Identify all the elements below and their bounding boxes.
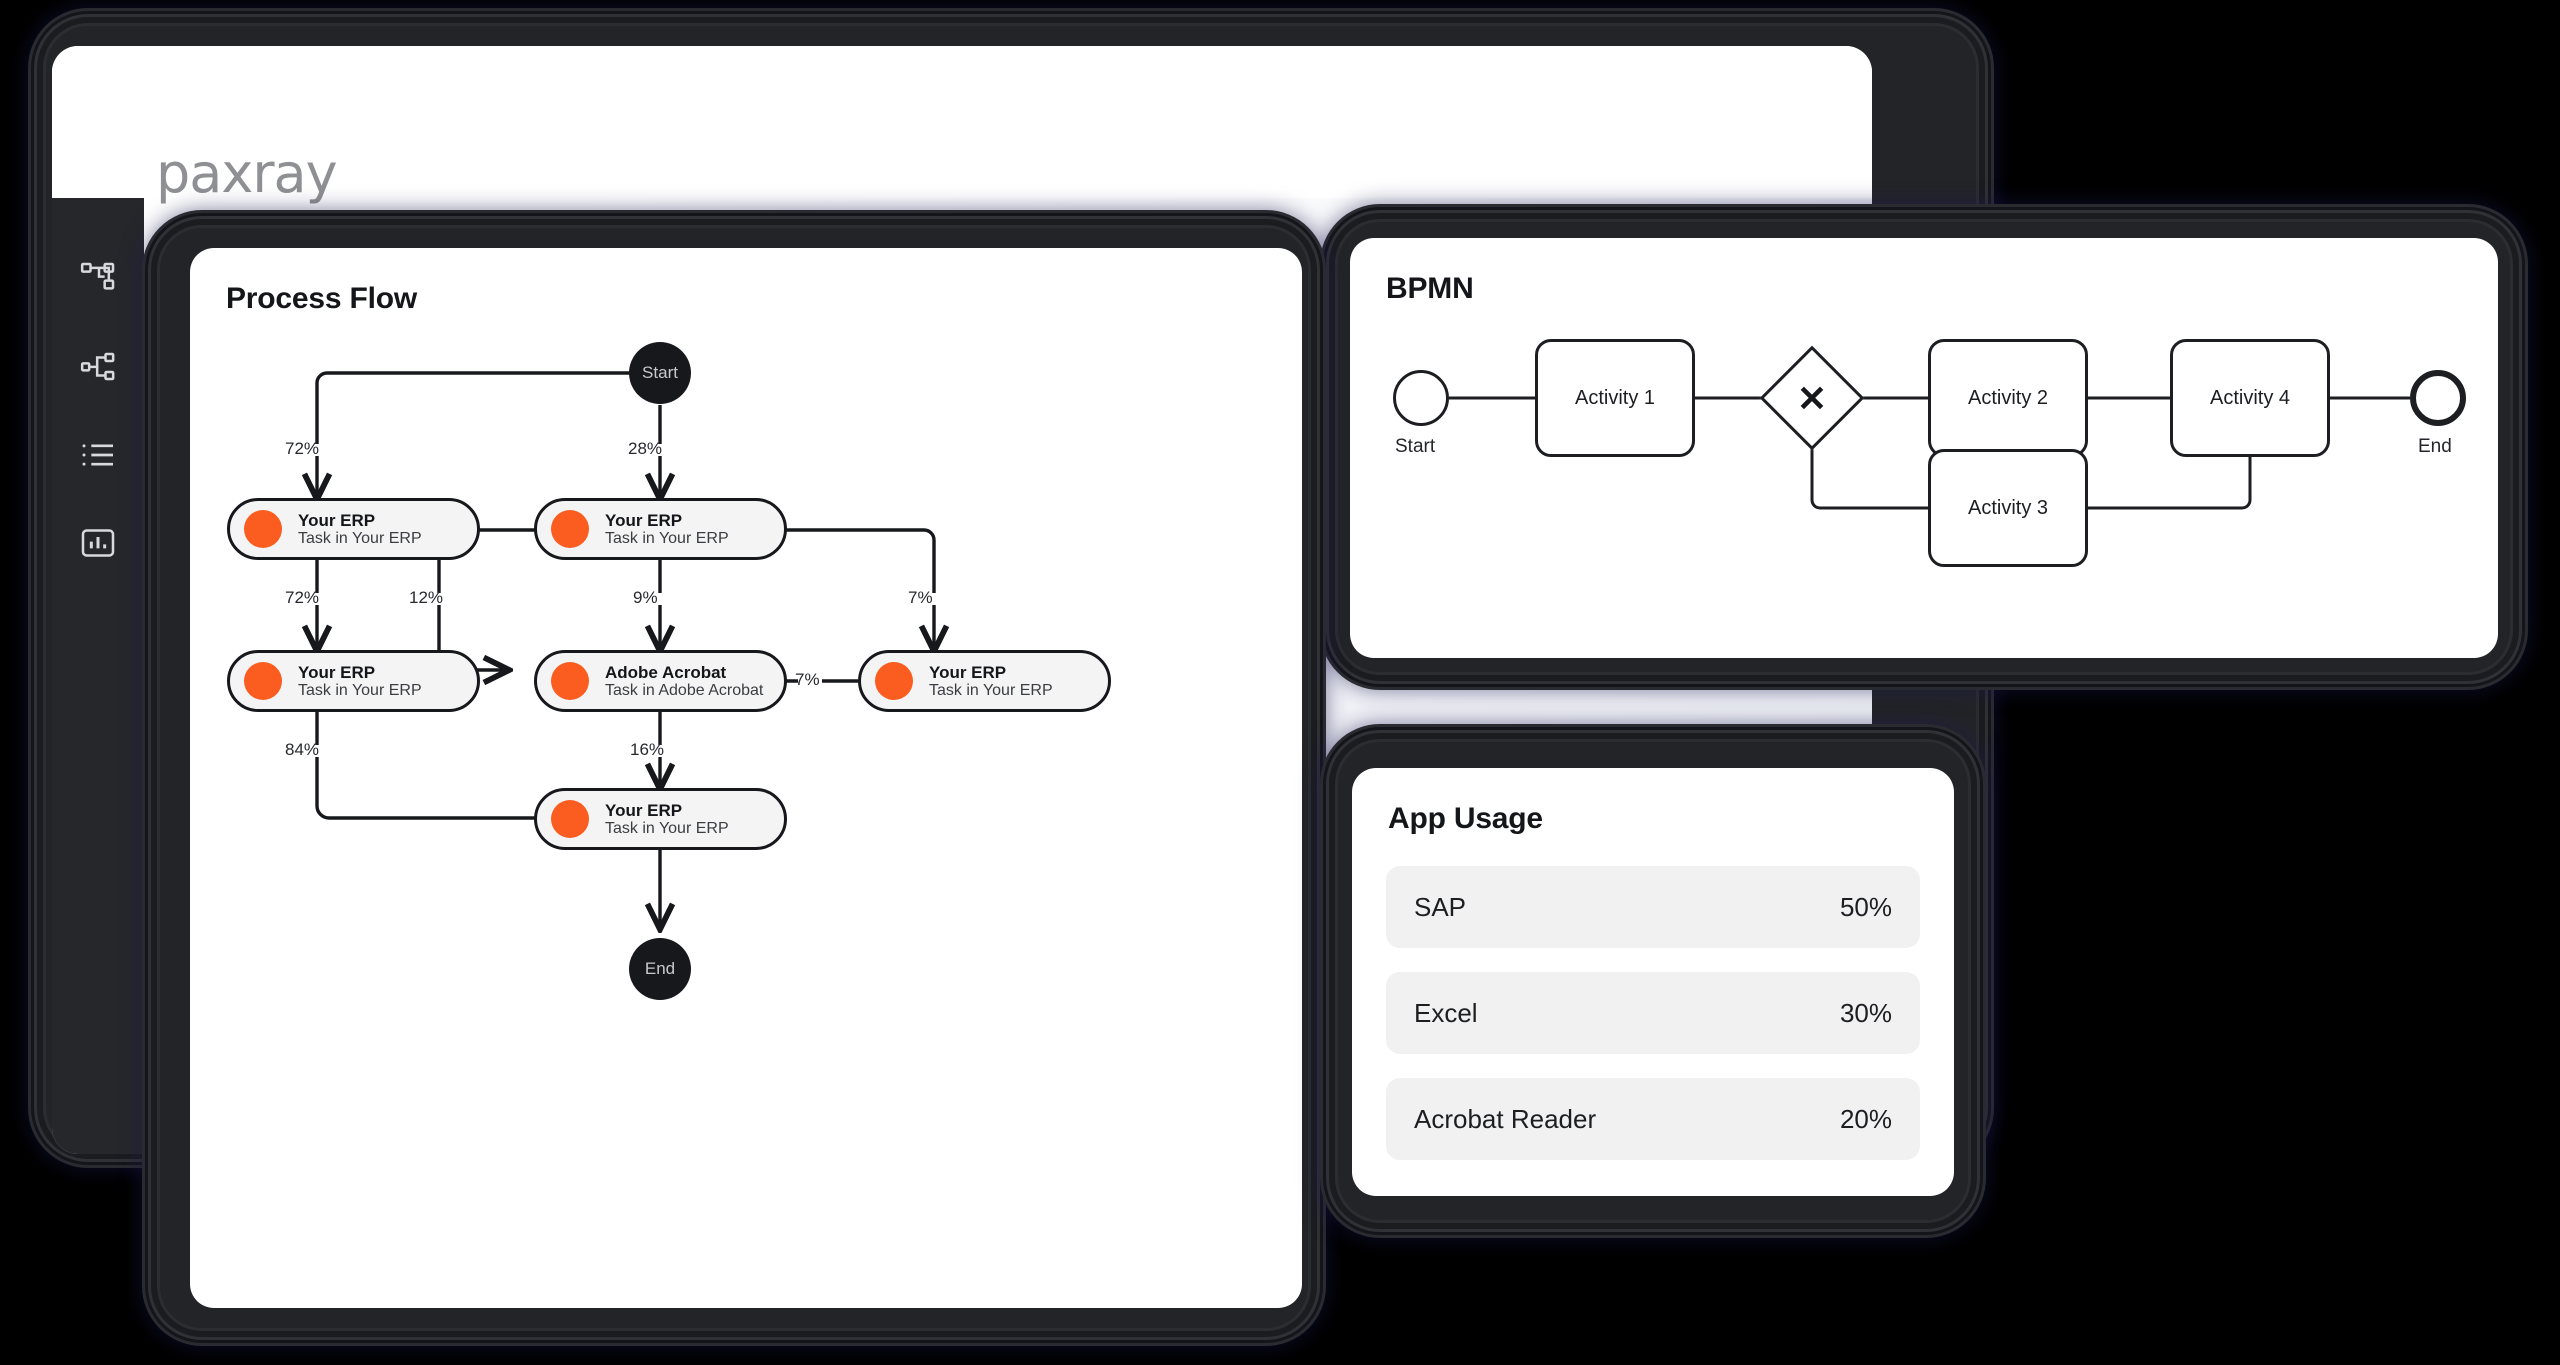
app-usage-value: 30% (1839, 997, 1892, 1028)
process-start-node[interactable]: Start (629, 342, 691, 404)
bpmn-end-event[interactable] (2410, 370, 2466, 426)
app-usage-value: 50% (1839, 891, 1892, 922)
bpmn-activity-2[interactable]: Activity 2 (1928, 339, 2088, 457)
process-node-title: Your ERP (929, 662, 1007, 682)
app-usage-name: SAP (1414, 891, 1467, 922)
app-icon-orange (244, 510, 282, 548)
bpmn-activity-1[interactable]: Activity 1 (1535, 339, 1695, 457)
process-end-label: End (644, 959, 676, 978)
process-node-subtitle: Task in Your ERP (605, 529, 729, 547)
app-usage-row-acrobat-reader[interactable]: Acrobat Reader 20% (1386, 1078, 1920, 1160)
app-usage-panel: App Usage SAP 50% Excel 30% Acrobat Read… (1352, 768, 1954, 1196)
bpmn-activity-4[interactable]: Activity 4 (2170, 339, 2330, 457)
app-usage-value: 20% (1839, 1103, 1892, 1134)
bpmn-start-event[interactable] (1393, 370, 1449, 426)
sidebar-item-activity-list[interactable] (75, 432, 121, 478)
bar-chart-icon (78, 523, 118, 563)
app-usage-name: Acrobat Reader (1414, 1103, 1597, 1134)
app-usage-title: App Usage (1388, 802, 1543, 835)
process-node-title: Your ERP (605, 510, 683, 530)
process-end-node[interactable]: End (629, 938, 691, 1000)
process-flow-title: Process Flow (226, 282, 418, 315)
app-icon-orange (551, 800, 589, 838)
node-graph-icon (78, 347, 118, 387)
process-node-subtitle: Task in Your ERP (298, 529, 422, 547)
bpmn-activity-3[interactable]: Activity 3 (1928, 449, 2088, 567)
sidebar-item-process-map[interactable] (75, 256, 121, 302)
paxray-logo: paxray (156, 142, 338, 205)
process-node-subtitle: Task in Your ERP (298, 681, 422, 699)
app-icon-orange (551, 662, 589, 700)
app-icon-orange (551, 510, 589, 548)
process-node-subtitle: Task in Adobe Acrobat (605, 681, 764, 699)
app-topbar: paxray (52, 46, 1872, 205)
edge-label-n2-loop: 12% (409, 588, 444, 607)
gateway-x-icon: ✕ (1796, 378, 1828, 419)
edge-label-start-down: 28% (628, 439, 663, 458)
process-node-title: Adobe Acrobat (605, 662, 727, 682)
app-usage-name: Excel (1414, 997, 1478, 1028)
sidebar (52, 198, 144, 1154)
process-node-subtitle: Task in Your ERP (605, 819, 729, 837)
edge-label-n4-down: 16% (630, 740, 665, 759)
bpmn-panel: BPMN Start Activity 1 ✕ (1350, 238, 2498, 658)
process-flow-panel: Process Flow (190, 248, 1302, 1308)
edge-label-n3-down: 84% (285, 740, 320, 759)
app-usage-row-excel[interactable]: Excel 30% (1386, 972, 1920, 1054)
edge-label-n1-down: 72% (285, 588, 320, 607)
bpmn-end-label: End (2418, 436, 2452, 457)
process-node-erp-3[interactable]: Your ERP Task in Your ERP (227, 650, 480, 712)
process-start-label: Start (642, 363, 678, 382)
sidebar-item-analytics[interactable] (75, 520, 121, 566)
process-node-title: Your ERP (298, 510, 376, 530)
process-node-erp-4[interactable]: Your ERP Task in Your ERP (858, 650, 1111, 712)
process-node-erp-5[interactable]: Your ERP Task in Your ERP (534, 788, 787, 850)
process-node-subtitle: Task in Your ERP (929, 681, 1053, 699)
process-node-acrobat[interactable]: Adobe Acrobat Task in Adobe Acrobat (534, 650, 787, 712)
edge-label-start-left: 72% (285, 439, 320, 458)
process-node-erp-1[interactable]: Your ERP Task in Your ERP (227, 498, 480, 560)
edge-label-n5-to-n4: 7% (795, 670, 820, 689)
edge-label-n2-down: 9% (633, 588, 658, 607)
process-node-erp-2[interactable]: Your ERP Task in Your ERP (534, 498, 787, 560)
sidebar-item-variants[interactable] (75, 344, 121, 390)
app-icon-orange (875, 662, 913, 700)
app-usage-row-sap[interactable]: SAP 50% (1386, 866, 1920, 948)
process-node-title: Your ERP (605, 800, 683, 820)
list-icon (78, 435, 118, 475)
app-icon-orange (244, 662, 282, 700)
hierarchy-diagram-icon (78, 259, 118, 299)
bpmn-title: BPMN (1386, 272, 1474, 305)
process-node-title: Your ERP (298, 662, 376, 682)
process-flow-connectors (190, 371, 1302, 1308)
edge-label-n2-right: 7% (908, 588, 933, 607)
bpmn-start-label: Start (1395, 436, 1436, 457)
